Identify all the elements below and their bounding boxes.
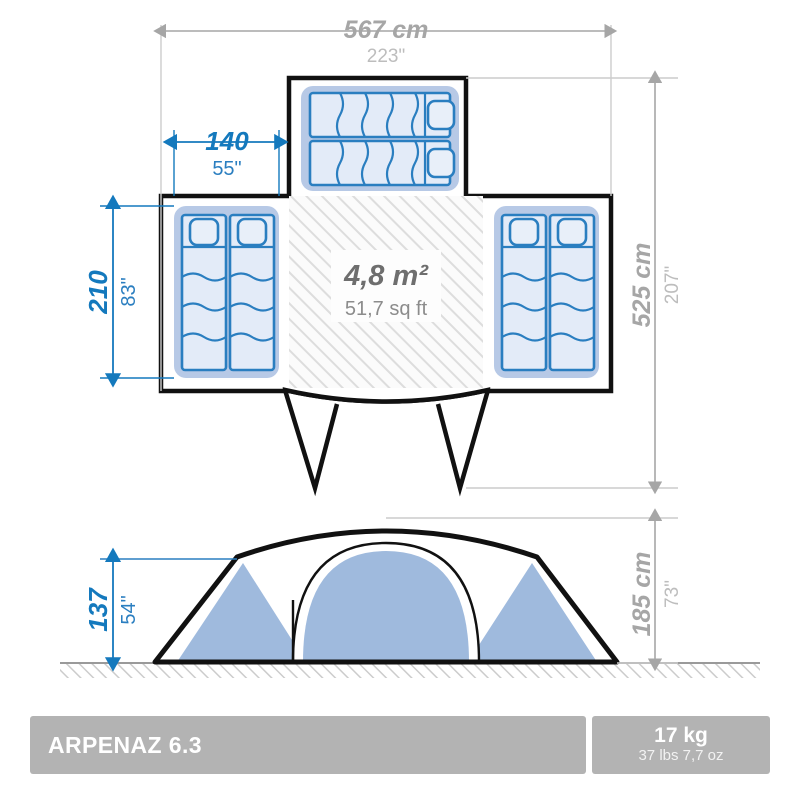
mattress-right-2: [548, 213, 596, 372]
mattress-left-2: [228, 213, 276, 372]
pillow-icon: [188, 217, 220, 247]
label-inner-height-imperial: 54": [118, 595, 140, 624]
mattress-top-1: [308, 91, 456, 139]
pillow-icon: [508, 217, 540, 247]
pillow-icon: [236, 217, 268, 247]
label-inner-height-metric: 137: [83, 587, 113, 632]
label-peak-height-metric: 185 cm: [628, 552, 656, 637]
label-bedroom-depth-metric: 210: [83, 270, 113, 315]
label-peak-height-imperial: 73": [662, 580, 683, 608]
dimension-labels: 567 cm 223" 140 55" 210 83" 525 cm 207" …: [83, 16, 683, 636]
bedroom-pod-left: [174, 206, 279, 378]
elevation-panel-right: [468, 563, 597, 662]
product-weight-box: 17 kg 37 lbs 7,7 oz: [592, 716, 770, 774]
plan-dimension-lines: [100, 23, 678, 495]
elevation-view-group: [60, 528, 760, 678]
label-overall-width-metric: 567 cm: [344, 16, 429, 44]
label-overall-width-imperial: 223": [367, 46, 405, 67]
elevation-panel-left: [177, 563, 306, 662]
label-overall-depth-metric: 525 cm: [628, 243, 656, 328]
mattress-top-2: [308, 139, 456, 187]
plan-view-group: [158, 75, 614, 497]
weight-metric: 17 kg: [654, 723, 708, 747]
product-info-bar: ARPENAZ 6.3 17 kg 37 lbs 7,7 oz: [30, 716, 770, 774]
label-bedroom-depth-imperial: 83": [118, 277, 140, 306]
pillow-icon: [426, 99, 456, 131]
weight-imperial: 37 lbs 7,7 oz: [638, 746, 724, 764]
label-overall-depth-imperial: 207": [662, 266, 683, 304]
bedroom-pod-top: [301, 86, 459, 191]
product-name: ARPENAZ 6.3: [48, 731, 202, 758]
label-bedroom-width-metric: 140: [205, 126, 249, 156]
area-label-plate: [331, 250, 441, 322]
vestibule-lines: [282, 389, 491, 497]
label-bedroom-width-imperial: 55": [212, 158, 241, 180]
bedroom-pod-right: [494, 206, 599, 378]
ground-hatch: [60, 664, 760, 678]
label-area-metric: 4,8 m²: [343, 260, 429, 292]
pillow-icon: [426, 147, 456, 179]
mattress-right-1: [500, 213, 548, 372]
mattress-left-1: [180, 213, 228, 372]
pillow-icon: [556, 217, 588, 247]
product-name-box: ARPENAZ 6.3: [30, 716, 586, 774]
elevation-dimension-lines: [100, 508, 678, 672]
label-area-imperial: 51,7 sq ft: [345, 298, 428, 320]
door-arch-fill: [303, 551, 469, 662]
